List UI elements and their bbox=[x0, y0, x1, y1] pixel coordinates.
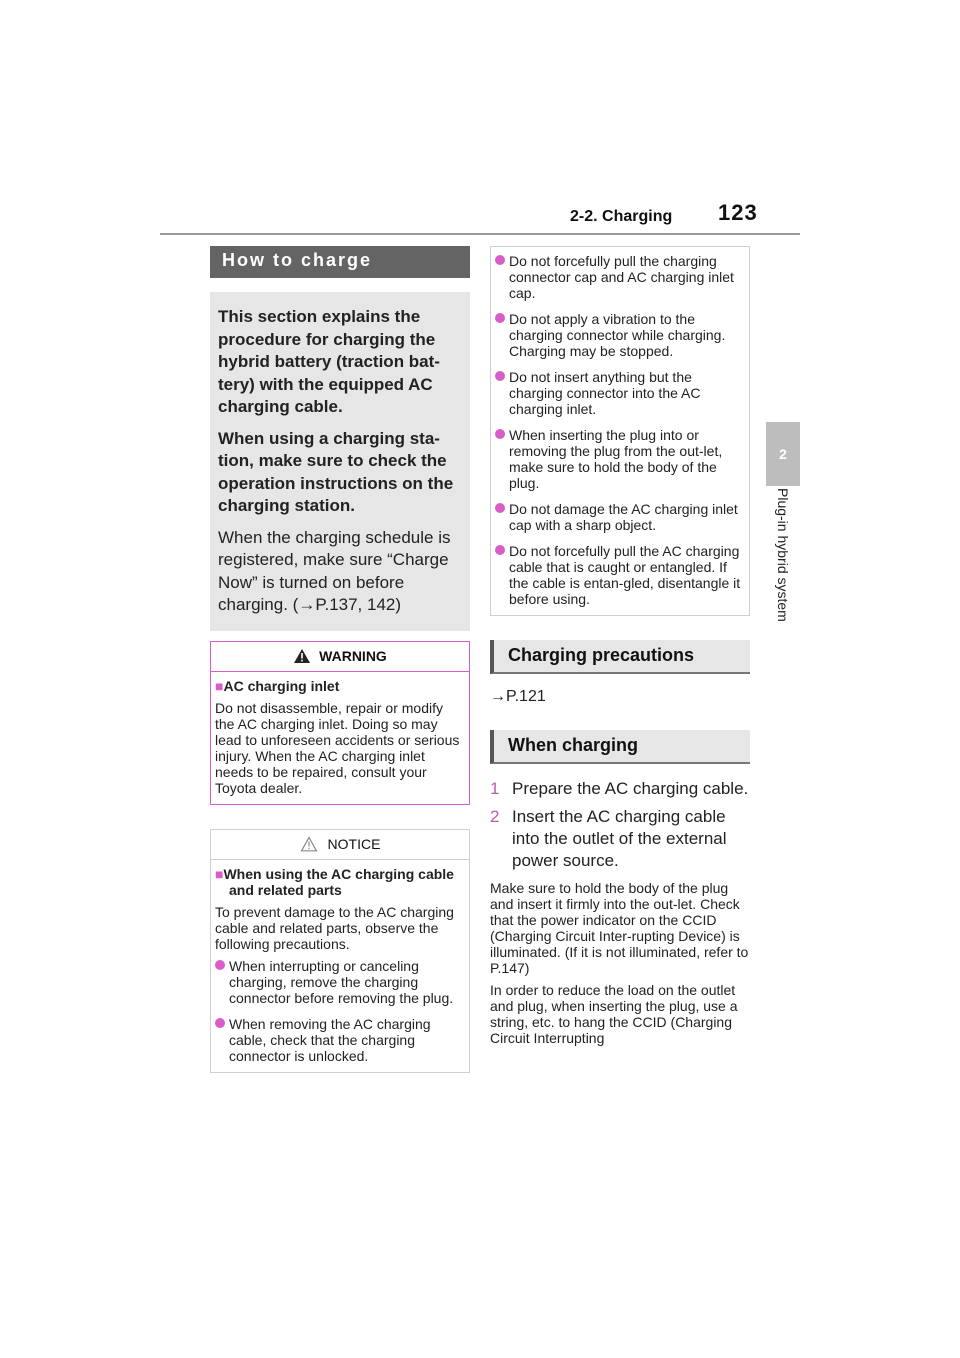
notice-subtitle: ■When using the AC charging cable and re… bbox=[215, 865, 454, 898]
list-item: Do not apply a vibration to the charging… bbox=[495, 311, 745, 359]
bullet-dot-icon bbox=[495, 313, 505, 323]
caution-icon bbox=[300, 836, 318, 852]
bullet-dot-icon bbox=[215, 1017, 225, 1028]
step-text: Insert the AC charging cable into the ou… bbox=[512, 807, 727, 870]
bullet-dot-icon bbox=[495, 255, 505, 265]
warning-title: WARNING bbox=[319, 648, 387, 664]
step-item: 1 Prepare the AC charging cable. bbox=[490, 778, 750, 800]
list-item: When interrupting or canceling charging,… bbox=[215, 958, 465, 1006]
list-item: Do not damage the AC charging inlet cap … bbox=[495, 501, 745, 533]
body-paragraph-1: Make sure to hold the body of the plug a… bbox=[490, 880, 749, 976]
notice-title: NOTICE bbox=[327, 836, 381, 852]
chapter-label: Plug-in hybrid system bbox=[775, 488, 791, 622]
bullet-dot-icon bbox=[495, 545, 505, 555]
notice-body: ■When using the AC charging cable and re… bbox=[211, 860, 469, 1072]
bullet-dot-icon bbox=[495, 503, 505, 513]
chapter-tab[interactable]: 2 bbox=[766, 422, 800, 486]
warning-body: ■AC charging inlet Do not disassemble, r… bbox=[211, 672, 469, 804]
warning-subtitle: ■AC charging inlet bbox=[215, 677, 340, 694]
step-text: Prepare the AC charging cable. bbox=[512, 779, 749, 798]
intro-paragraph-3: When the charging schedule is registered… bbox=[218, 527, 451, 615]
square-bullet-icon: ■ bbox=[215, 677, 224, 694]
notice-continued-box: Do not forcefully pull the charging conn… bbox=[490, 246, 750, 616]
page-number: 123 bbox=[718, 200, 758, 225]
right-column: Do not forcefully pull the charging conn… bbox=[490, 246, 750, 1052]
notice-text: To prevent damage to the AC charging cab… bbox=[215, 903, 454, 952]
warning-text: Do not disassemble, repair or modify the… bbox=[215, 699, 460, 796]
list-item: When inserting the plug into or removing… bbox=[495, 427, 745, 491]
left-column: How to charge This section explains the … bbox=[210, 246, 470, 1073]
section-title: 2-2. Charging bbox=[570, 208, 673, 225]
charging-precautions-heading: Charging precautions bbox=[490, 640, 750, 674]
step-number: 2 bbox=[490, 807, 500, 826]
bullet-dot-icon bbox=[495, 371, 505, 381]
list-item: Do not forcefully pull the charging conn… bbox=[495, 253, 745, 301]
page-reference-link[interactable]: →P.121 bbox=[490, 688, 546, 705]
intro-paragraph-1: This section explains the procedure for … bbox=[218, 307, 440, 416]
intro-box: This section explains the procedure for … bbox=[210, 292, 470, 631]
step-item: 2 Insert the AC charging cable into the … bbox=[490, 806, 750, 872]
list-item: Do not insert anything but the charging … bbox=[495, 369, 745, 417]
bullet-dot-icon bbox=[215, 959, 225, 970]
intro-paragraph-2: When using a charging sta-tion, make sur… bbox=[218, 428, 454, 516]
warning-header: WARNING bbox=[211, 642, 469, 672]
steps-list: 1 Prepare the AC charging cable. 2 Inser… bbox=[490, 778, 750, 872]
warning-icon bbox=[294, 649, 311, 663]
list-item: Do not forcefully pull the AC charging c… bbox=[495, 543, 745, 607]
step-number: 1 bbox=[490, 779, 500, 798]
notice-header: NOTICE bbox=[211, 830, 469, 860]
warning-box: WARNING ■AC charging inlet Do not disass… bbox=[210, 640, 470, 805]
how-to-charge-heading: How to charge bbox=[210, 246, 470, 278]
bullet-dot-icon bbox=[495, 429, 505, 439]
square-bullet-icon: ■ bbox=[215, 865, 224, 882]
header-divider bbox=[160, 233, 800, 235]
notice-box: NOTICE ■When using the AC charging cable… bbox=[210, 828, 470, 1073]
list-item: When removing the AC charging cable, che… bbox=[215, 1016, 465, 1064]
when-charging-heading: When charging bbox=[490, 730, 750, 764]
body-paragraph-2: In order to reduce the load on the outle… bbox=[490, 982, 738, 1046]
